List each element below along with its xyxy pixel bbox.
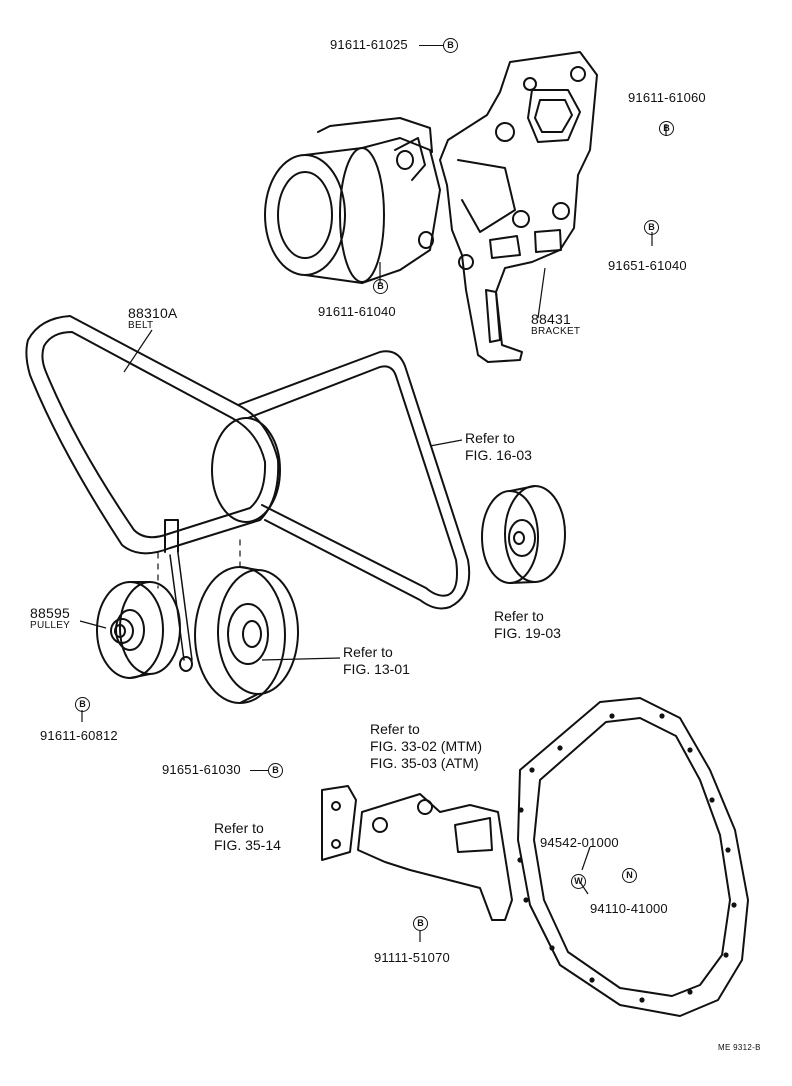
figure-code: ME 9312-B <box>718 1043 761 1052</box>
part-name-pulley: PULLEY <box>30 620 71 631</box>
part-number-88431: 88431 <box>531 311 571 327</box>
reference-fig-16-03: Refer to FIG. 16-03 <box>465 430 532 464</box>
reference-fig-19-03: Refer to FIG. 19-03 <box>494 608 561 642</box>
reference-fig-13-01: Refer to FIG. 13-01 <box>343 644 410 678</box>
mark-b: B <box>413 916 428 931</box>
bracket-drawing <box>439 51 598 363</box>
mount-bracket-drawing <box>357 793 513 921</box>
mark-b: B <box>373 279 388 294</box>
reference-line: Refer to <box>214 820 264 836</box>
small-plate-drawing <box>321 785 357 861</box>
reference-fig-35-14: Refer to FIG. 35-14 <box>214 820 281 854</box>
transmission-housing-drawing <box>517 697 749 1017</box>
mark-b: B <box>268 763 283 778</box>
mark-b: B <box>659 121 674 136</box>
mark-b: B <box>644 220 659 235</box>
part-number-88310a: 88310A <box>128 305 178 321</box>
part-number-91611-61025: 91611-61025 <box>330 37 408 52</box>
reference-fig-33-02-35-03: Refer to FIG. 33-02 (MTM) FIG. 35-03 (AT… <box>370 721 482 772</box>
mark-n: N <box>622 868 637 883</box>
reference-line: FIG. 16-03 <box>465 447 532 463</box>
part-number-91111-51070: 91111-51070 <box>374 950 450 965</box>
part-number-88595: 88595 <box>30 605 70 621</box>
mark-b: B <box>443 38 458 53</box>
reference-line: Refer to <box>370 721 420 737</box>
reference-line: FIG. 13-01 <box>343 661 410 677</box>
part-number-91651-61030: 91651-61030 <box>162 762 241 777</box>
reference-line: FIG. 19-03 <box>494 625 561 641</box>
water-pump-pulley-drawing <box>481 485 566 584</box>
part-name-belt: BELT <box>128 320 154 331</box>
reference-line: FIG. 35-03 (ATM) <box>370 755 479 771</box>
mark-b: B <box>75 697 90 712</box>
part-number-91651-61040: 91651-61040 <box>608 258 687 273</box>
idler-pulley-drawing <box>96 519 193 679</box>
part-name-bracket: BRACKET <box>531 326 581 337</box>
part-number-91611-61060: 91611-61060 <box>628 90 706 105</box>
reference-line: Refer to <box>465 430 515 446</box>
belt-drawing <box>25 315 471 610</box>
part-number-94542-01000: 94542-01000 <box>540 835 619 850</box>
part-number-94110-41000: 94110-41000 <box>590 901 668 916</box>
part-number-91611-60812: 91611-60812 <box>40 728 118 743</box>
leader-line <box>419 45 443 46</box>
mark-w: W <box>571 874 586 889</box>
leader-line <box>250 770 268 771</box>
crank-pulley-drawing <box>194 566 299 704</box>
reference-line: FIG. 35-14 <box>214 837 281 853</box>
part-number-91611-61040: 91611-61040 <box>318 304 396 319</box>
reference-line: FIG. 33-02 (MTM) <box>370 738 483 754</box>
reference-line: Refer to <box>494 608 544 624</box>
compressor-drawing <box>264 117 441 284</box>
reference-line: Refer to <box>343 644 393 660</box>
